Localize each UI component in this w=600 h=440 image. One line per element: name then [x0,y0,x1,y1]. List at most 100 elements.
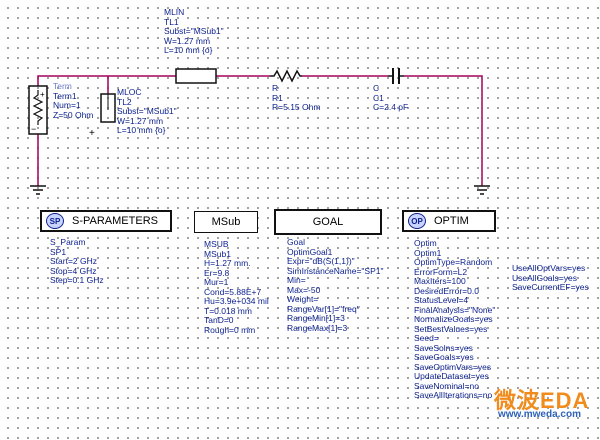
term-param: Term1 [53,90,77,101]
sparam-param: Step=0.1 GHz [50,275,104,285]
msub-title: MSub [211,216,241,228]
tl2-param: W=1.27 mm [117,115,164,126]
optim-param: SaveNominal=no [414,380,479,391]
msub-block[interactable]: MSub [194,211,258,233]
term-symbol: − + [28,85,48,135]
ground-left [30,185,46,195]
tl1-labels: MLIN TL1 Subst="MSub1" W=1.27 mm L=10 mm… [164,7,224,56]
optim-param: NormalizeGoals=yes [414,314,493,324]
msub-param: Er=9.8 [204,267,230,278]
goal-param: Max=-50 [287,284,321,295]
optim-param: SetBestValues=yes [414,323,488,334]
msub-param: Cond=5.88E+7 [204,286,262,297]
optim-param: UseAllOptVars=yes [512,263,586,273]
goal-param: RangeVar[1]="freq" [287,303,360,314]
optim-title: OPTIM [434,215,469,227]
tl2-param: L=10 mm {o} [117,125,166,135]
optim-param: OptimType=Random [414,257,493,267]
tl2-labels: MLOC TL2 Subst="MSub1" W=1.27 mm L=10 mm… [117,87,177,136]
msub-param: Mur=1 [204,277,229,287]
sparam-title: S-PARAMETERS [72,215,158,227]
optim-param: Optim1 [414,247,442,258]
msub-param: T=0.018 mm [204,305,252,316]
optim-labels-right: UseAllOptVars=yes UseAllGoals=yes SaveCu… [512,263,589,293]
tl1-symbol [175,68,217,84]
msub-param: MSub1 [204,248,231,259]
term-labels: Term Term1 Num=1 Z=50 Ohm [53,81,94,120]
c1-labels: C C1 C=2.4 pF [373,83,409,113]
msub-labels: MSUB MSub1 H=1.27 mm. Er=9.8 Mur=1 Cond=… [204,239,269,335]
tl1-param: L=10 mm {o} [164,45,213,55]
r1-header: R [272,83,279,93]
tl1-param: Subst="MSub1" [164,26,224,36]
term-param: Num=1 [53,100,81,110]
optim-param: ErrorForm=L2 [414,266,468,277]
optim-header: Optim [414,238,437,248]
r1-symbol [270,69,302,83]
wire-right [404,75,483,186]
tl2-header: MLOC [117,87,142,97]
goal-labels: Goal OptimGoal1 Expr="dB(S(1,1))" SimIns… [287,237,384,333]
goal-title: GOAL [312,216,344,228]
goal-param: Min= [287,275,306,285]
goal-param: RangeMin[1]=3 [287,313,345,323]
optim-param: FinalAnalysis="None" [414,304,496,315]
msub-param: H=1.27 mm. [204,258,251,268]
c1-header: C [373,83,380,93]
optim-param: UseAllGoals=yes [512,272,577,283]
optim-param: Seed= [414,333,439,343]
optim-param: StatusLevel=4 [414,295,469,305]
svg-text:+: + [40,90,45,99]
tl1-param: W=1.27 mm [164,35,211,46]
optim-param: SaveOptimVars=yes [414,361,492,372]
tl2-param: Subst="MSub1" [117,106,177,116]
ground-right [474,185,490,195]
tl2-stub-symbol [100,93,116,123]
msub-param: Hu=3.9e+034 mil [204,296,269,306]
c1-symbol [388,68,404,84]
optim-icon: OP [408,213,426,229]
wire-left-top [37,75,176,86]
port-plus-marker: + [89,128,95,139]
term-header: Term [53,81,72,91]
goal-block[interactable]: GOAL [274,209,382,235]
goal-param: RangeMax[1]=3 [287,322,348,333]
sparam-header: S_Param [50,237,86,247]
goal-param: SimInstanceName="SP1" [287,265,384,276]
optim-labels: Optim Optim1 OptimType=Random ErrorForm=… [414,238,496,401]
optim-block[interactable]: OP OPTIM [402,210,496,232]
msub-param: Rough=0 mm [204,324,256,335]
sparam-param: Start=2 GHz [50,256,98,266]
msub-header: MSUB [204,239,229,249]
optim-param: DesiredError=0.0 [414,285,479,296]
c1-param: C1 [373,92,384,103]
sparam-param: Stop=4 GHz [50,265,97,276]
optim-param: SaveCurrentEF=yes [512,282,589,292]
msub-param: TanD=0 [204,315,234,325]
tl1-header: MLIN [164,7,185,17]
optim-param: MaxIters=100 [414,276,466,286]
optim-param: SaveAllIterations=no [414,390,493,400]
c1-param: C=2.4 pF [373,102,409,112]
tl1-param: TL1 [164,16,179,27]
goal-param: Weight= [287,294,319,304]
watermark-logo: 微波EDA [494,388,590,413]
svg-text:−: − [31,124,36,134]
sparam-labels: S_Param SP1 Start=2 GHz Stop=4 GHz Step=… [50,237,104,286]
optim-param: SaveSolns=yes [414,342,473,353]
goal-header: Goal [287,237,305,247]
sparam-block[interactable]: SP S-PARAMETERS [40,210,172,232]
r1-labels: R R1 R=5.15 Ohm [272,83,320,113]
r1-param: R1 [272,92,283,103]
goal-param: OptimGoal1 [287,246,333,257]
tl2-param: TL2 [117,96,132,107]
sparam-param: SP1 [50,246,67,257]
goal-param: Expr="dB(S(1,1))" [287,256,355,266]
term-param: Z=50 Ohm [53,109,94,120]
watermark-url: www.mweda.com [498,409,581,420]
optim-param: UpdateDataset=yes [414,371,489,381]
sparam-icon: SP [46,213,64,229]
optim-param: SaveGoals=yes [414,352,474,362]
